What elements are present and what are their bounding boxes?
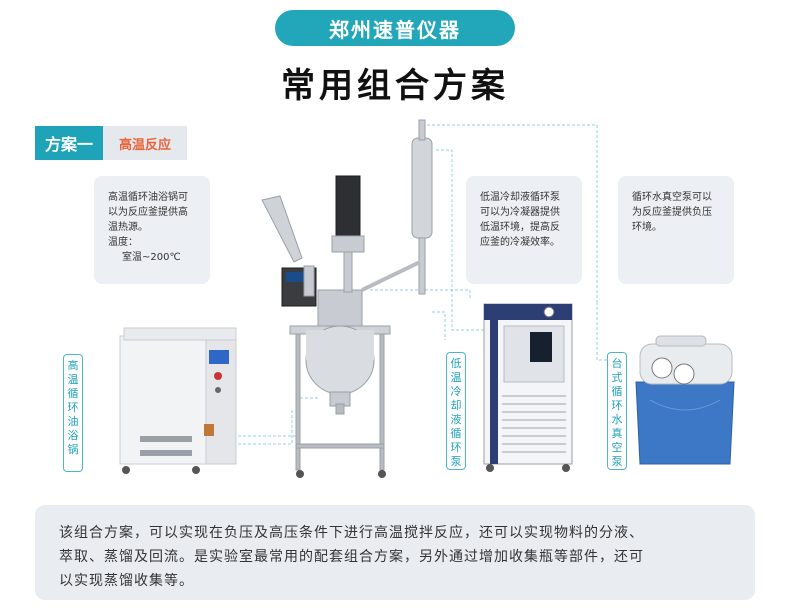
info-card-line: 应釜的冷凝效率。 — [480, 237, 560, 248]
vacuum-pump-illustration — [635, 335, 735, 465]
oil-bath-illustration — [119, 327, 237, 474]
description-line: 以实现蒸馏收集等。 — [59, 573, 194, 589]
label-oil-bath: 高温循环油浴锅 — [63, 354, 83, 472]
info-card-line: 低温冷却液循环泵 — [480, 192, 560, 203]
scheme-description: 该组合方案，可以实现在负压及高压条件下进行高温搅拌反应，还可以实现物料的分液、 … — [35, 505, 755, 600]
info-card-line: 可以为冷凝器提供 — [480, 207, 560, 218]
label-vacuum-pump: 台式循环水真空泵 — [607, 352, 627, 470]
temperature-range: 室温~200℃ — [122, 252, 181, 263]
label-chiller: 低温冷却液循环泵 — [446, 352, 466, 470]
info-card-line: 为反应釜提供负压 — [632, 207, 712, 218]
info-card-line: 以为反应釜提供高 — [108, 207, 188, 218]
scheme-number: 方案一 — [35, 126, 104, 160]
info-card-line: 高温循环油浴锅可 — [108, 192, 188, 203]
info-card-line: 温热源。 — [108, 222, 148, 233]
info-card-line: 循环水真空泵可以 — [632, 192, 712, 203]
info-card-line: 温度： — [108, 237, 138, 248]
chiller-illustration — [483, 303, 573, 472]
reactor-illustration — [261, 119, 433, 478]
scheme-name: 高温反应 — [103, 126, 188, 160]
brand-banner: 郑州速普仪器 — [275, 10, 515, 46]
info-card-line: 低温环境，提高反 — [480, 222, 560, 233]
info-card-vacuum-pump: 循环水真空泵可以 为反应釜提供负压 环境。 — [618, 176, 734, 284]
info-card-oil-bath: 高温循环油浴锅可 以为反应釜提供高 温热源。 温度： 室温~200℃ — [94, 176, 210, 284]
description-line: 该组合方案，可以实现在负压及高压条件下进行高温搅拌反应，还可以实现物料的分液、 — [59, 525, 644, 541]
description-line: 萃取、蒸馏及回流。是实验室最常用的配套组合方案，另外通过增加收集瓶等部件，还可 — [59, 549, 644, 565]
info-card-chiller: 低温冷却液循环泵 可以为冷凝器提供 低温环境，提高反 应釜的冷凝效率。 — [466, 176, 582, 284]
info-card-line: 环境。 — [632, 222, 662, 233]
page-title: 常用组合方案 — [281, 66, 509, 106]
scheme-tag: 方案一 高温反应 — [35, 126, 188, 160]
